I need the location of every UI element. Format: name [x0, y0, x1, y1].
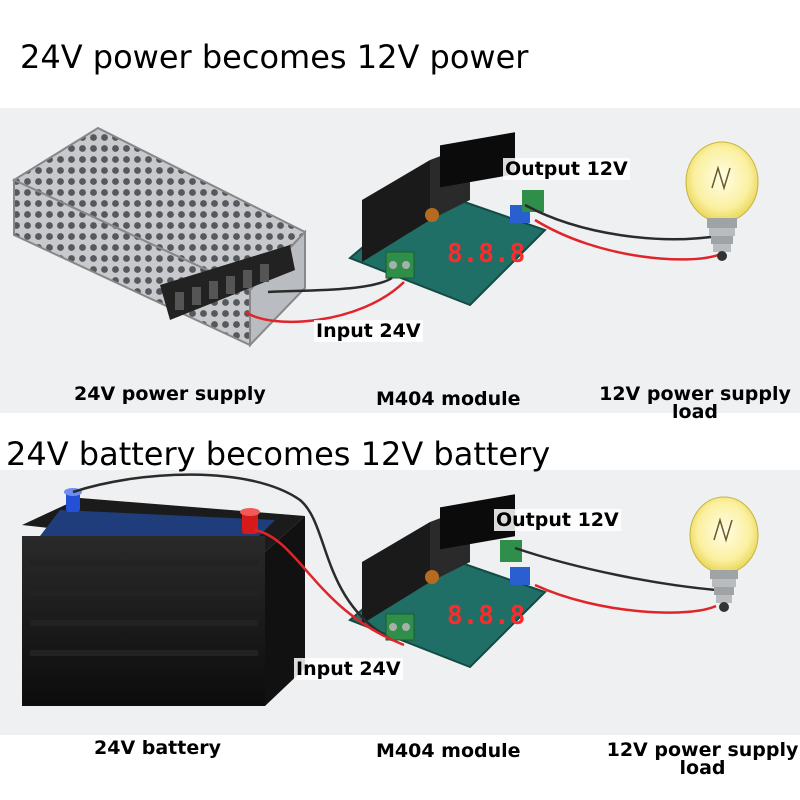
caption-load-1: 12V power supply load	[599, 383, 791, 423]
caption-m404-module-1: M404 module	[376, 388, 521, 410]
caption-m404-module-2: M404 module	[376, 740, 521, 762]
svg-text:8.8.8: 8.8.8	[447, 239, 525, 269]
power-supply-unit	[11, 126, 307, 348]
caption-power-supply: 24V power supply	[74, 383, 266, 405]
light-bulb-1	[685, 141, 759, 261]
m404-module-1: 8.8.8	[348, 132, 547, 307]
section2-title: 24V battery becomes 12V battery	[6, 435, 551, 473]
input-label-1: Input 24V	[314, 320, 423, 342]
input-label-2: Input 24V	[294, 658, 403, 680]
caption-load-2: 12V power supply load	[606, 739, 799, 779]
output-label-2: Output 12V	[494, 509, 621, 531]
battery-24v	[22, 488, 305, 706]
m404-module-2: 8.8.8	[348, 494, 547, 669]
output-label-1: Output 12V	[503, 158, 630, 180]
caption-battery: 24V battery	[94, 737, 221, 759]
light-bulb-2	[689, 496, 759, 612]
section1-title: 24V power becomes 12V power	[20, 38, 529, 76]
svg-text:8.8.8: 8.8.8	[447, 601, 525, 631]
